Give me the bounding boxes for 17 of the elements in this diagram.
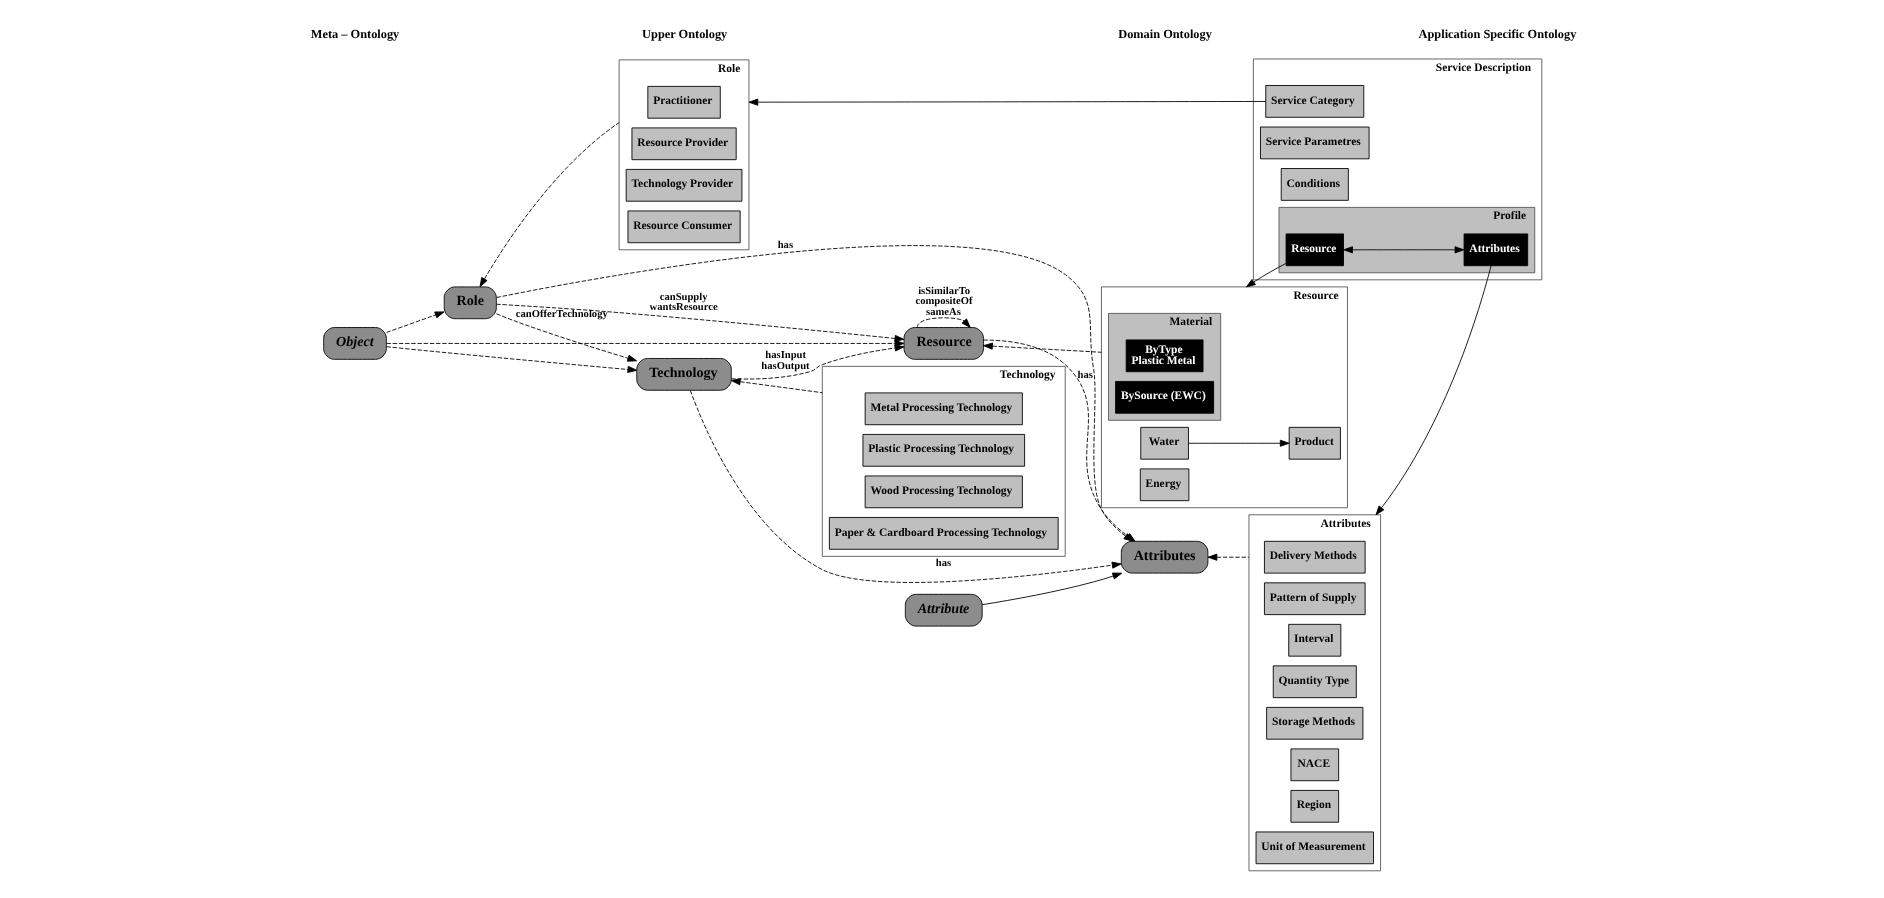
arrow	[386, 346, 638, 373]
arrow	[1245, 262, 1287, 288]
arrow	[1343, 246, 1465, 254]
arrow	[496, 313, 638, 362]
arrow	[1207, 553, 1250, 561]
arrow	[1188, 439, 1290, 447]
arrow	[479, 122, 620, 288]
arrow	[386, 311, 445, 333]
arrow	[983, 342, 1102, 353]
arrow	[496, 303, 905, 342]
arrow	[1375, 265, 1492, 516]
arrow	[730, 378, 823, 394]
arrow	[748, 98, 1267, 106]
arrow	[981, 572, 1123, 606]
arrow	[916, 317, 971, 328]
arrow	[731, 344, 905, 380]
arrow	[386, 339, 905, 347]
